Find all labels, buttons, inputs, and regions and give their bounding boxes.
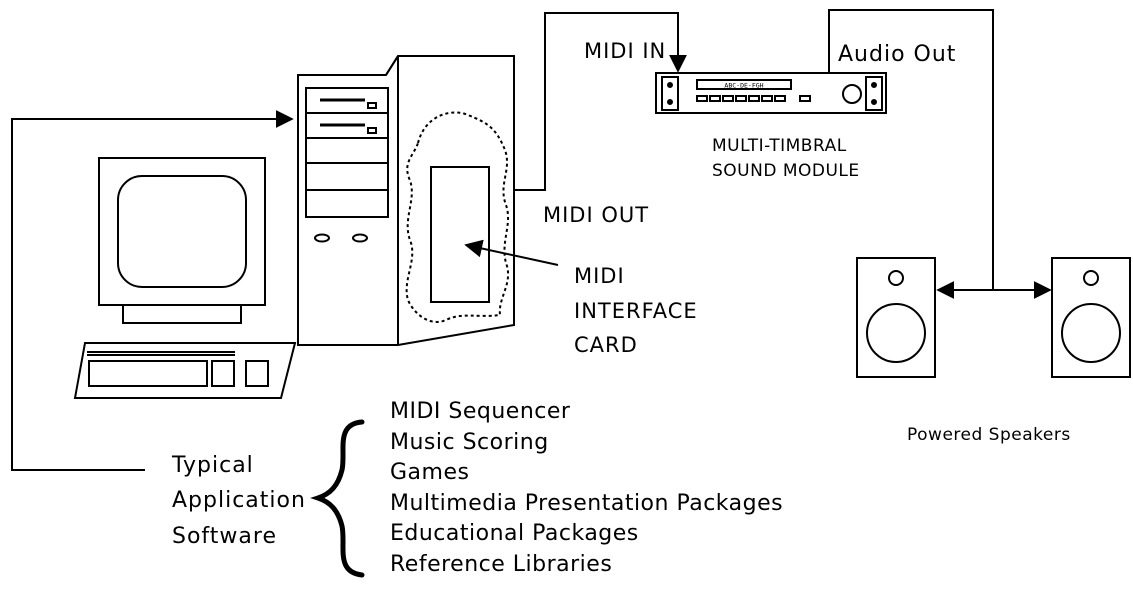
cutaway-outline [405,111,510,323]
powered-speakers-label: Powered Speakers [907,425,1071,445]
application-software-list: MIDI Sequencer Music Scoring Games Multi… [390,397,783,580]
list-item: Reference Libraries [390,551,613,577]
interface-card-pointer [464,239,559,266]
software-to-computer-line [11,110,294,471]
midi-interface-card [430,166,490,303]
list-item: Music Scoring [390,429,549,455]
software-label-line2: Application [172,488,306,513]
monitor-icon [98,157,266,324]
list-item: Multimedia Presentation Packages [390,490,784,516]
midi-in-label: MIDI IN [584,39,667,63]
list-item: Educational Packages [390,521,639,546]
module-display-text: ABC·DE·FGH [724,82,763,90]
list-item: Games [390,460,470,485]
interface-card-label-line2: INTERFACE [574,299,698,323]
software-label-line1: Typical [172,453,254,478]
interface-card-label-line1: MIDI [574,264,625,288]
midi-out-cable [515,12,687,191]
midi-out-label: MIDI OUT [543,203,650,227]
list-item: MIDI Sequencer [390,399,571,424]
sound-module-label-line1: MULTI-TIMBRAL [712,136,847,156]
software-curly-brace [310,419,365,578]
speaker-right-icon [1051,257,1131,378]
interface-card-label-line3: CARD [574,333,638,357]
keyboard-icon [73,342,297,399]
sound-module-icon [655,72,887,114]
software-label-line3: Software [172,524,277,549]
audio-out-label: Audio Out [838,42,957,67]
audio-out-cable [828,9,994,290]
sound-module-label-line2: SOUND MODULE [712,161,860,181]
speaker-left-icon [856,257,936,378]
